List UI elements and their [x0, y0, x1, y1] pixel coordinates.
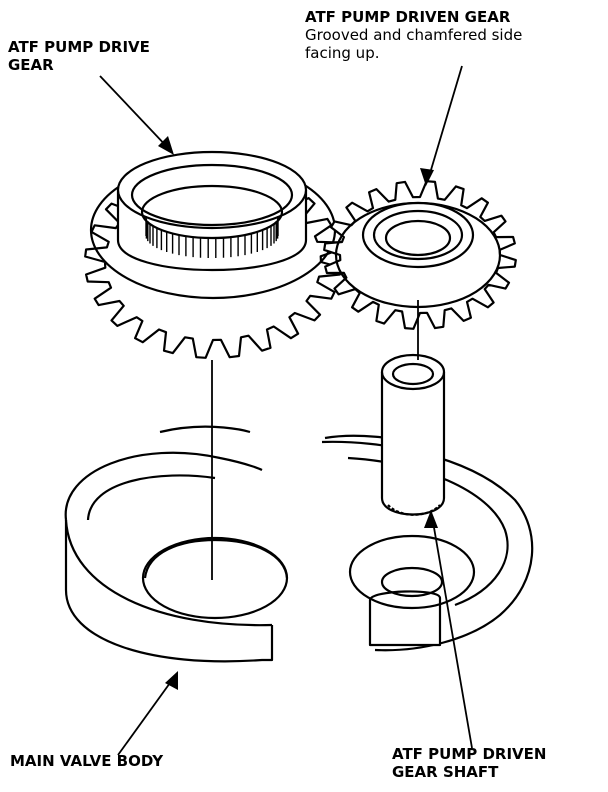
- arrowheads: [158, 136, 438, 690]
- drive-gear-inner-splines: [145, 216, 279, 258]
- drive-gear-label: ATF PUMP DRIVE GEAR: [8, 38, 150, 74]
- drive-gear-label-line2: GEAR: [8, 56, 54, 74]
- main-valve-body: [64, 425, 534, 663]
- driven-gear-label-note1: Grooved and chamfered side: [305, 26, 523, 44]
- atf-pump-driven-gear: [323, 180, 517, 330]
- main-valve-body-label: MAIN VALVE BODY: [10, 752, 164, 770]
- driven-gear-shaft-label-line1: ATF PUMP DRIVEN: [392, 745, 547, 763]
- atf-pump-drive-gear: [84, 150, 342, 359]
- leader-lines: [99, 65, 473, 756]
- driven-gear-label-title: ATF PUMP DRIVEN GEAR: [305, 8, 511, 26]
- driven-gear-shaft-label-line2: GEAR SHAFT: [392, 763, 499, 781]
- atf-pump-driven-gear-shaft: [380, 353, 446, 516]
- driven-gear-shaft-label: ATF PUMP DRIVEN GEAR SHAFT: [392, 745, 546, 781]
- drive-gear-label-line1: ATF PUMP DRIVE: [8, 38, 150, 56]
- driven-gear-label: ATF PUMP DRIVEN GEAR Grooved and chamfer…: [305, 8, 522, 62]
- driven-gear-label-note2: facing up.: [305, 44, 380, 62]
